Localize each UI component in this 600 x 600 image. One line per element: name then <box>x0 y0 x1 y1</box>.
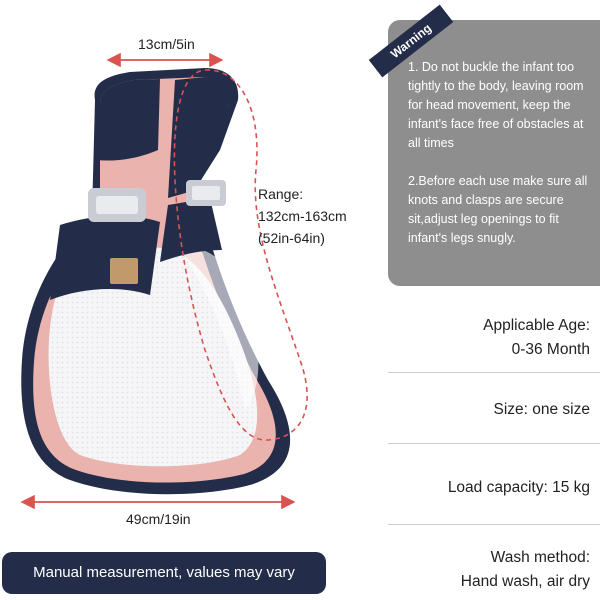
range-label: Range: 132cm-163cm (52in-64in) <box>258 183 347 249</box>
spec-wash-label: Wash method: <box>490 549 590 566</box>
shoulder-strap <box>96 79 160 161</box>
left-buckle <box>88 188 146 222</box>
brand-tag <box>110 258 138 284</box>
measurement-note-banner: Manual measurement, values may vary <box>2 552 326 594</box>
right-buckle <box>186 180 226 206</box>
warning-item-1: 1. Do not buckle the infant too tightly … <box>408 60 584 150</box>
divider <box>388 443 600 444</box>
mesh-panel <box>48 246 258 467</box>
shoulder-strap-back <box>168 77 229 198</box>
spec-applicable-age: Applicable Age: 0-36 Month <box>483 314 590 362</box>
waist-band <box>50 215 160 300</box>
spec-age-label: Applicable Age: <box>483 317 590 334</box>
baby-sling-image <box>20 52 308 510</box>
spec-load-capacity: Load capacity: 15 kg <box>447 479 590 496</box>
warning-item-2: 2.Before each use make sure all knots an… <box>408 174 588 245</box>
bottom-width-label: 49cm/19in <box>126 511 191 527</box>
divider <box>388 372 600 373</box>
top-width-label: 13cm/5in <box>138 36 195 52</box>
spec-age-value: 0-36 Month <box>511 341 590 358</box>
range-cm: 132cm-163cm <box>258 208 347 224</box>
spec-wash-method: Wash method: Hand wash, air dry <box>461 546 590 594</box>
spec-size: Size: one size <box>493 401 591 418</box>
range-in: (52in-64in) <box>258 230 325 246</box>
range-dashed-outline <box>173 69 308 441</box>
warning-card: 1. Do not buckle the infant too tightly … <box>388 20 600 286</box>
range-title: Range: <box>258 186 304 202</box>
spec-wash-value: Hand wash, air dry <box>460 573 590 590</box>
divider <box>388 524 600 525</box>
